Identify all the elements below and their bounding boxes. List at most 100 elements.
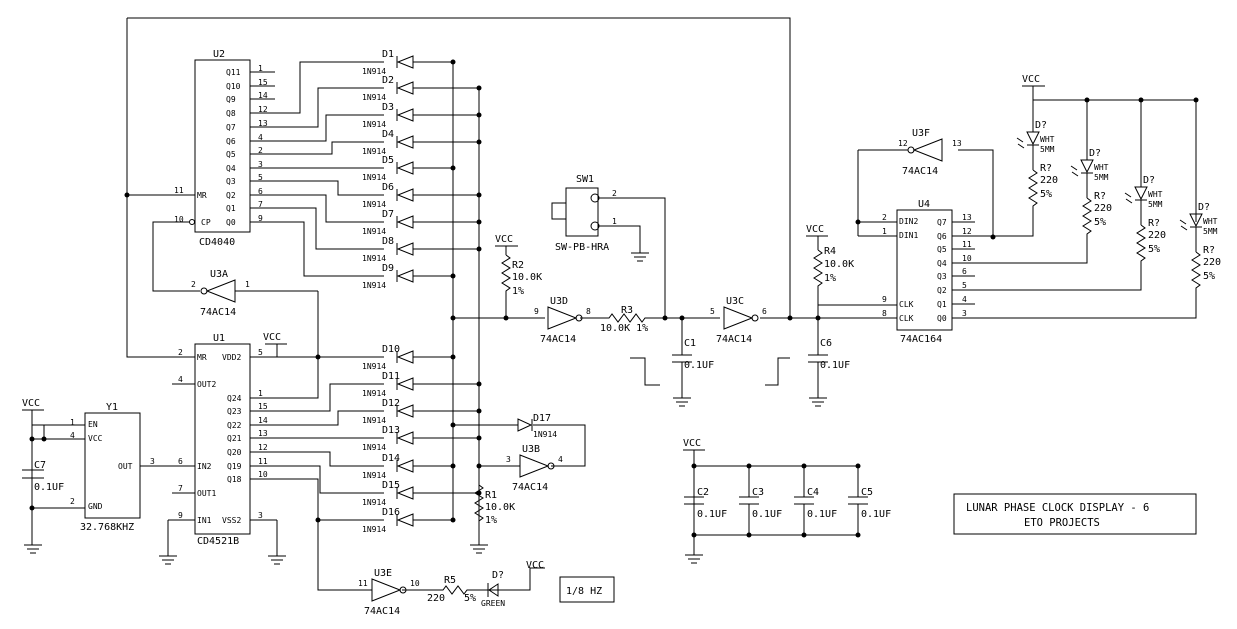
inverter-pin-in: 9 — [534, 307, 539, 316]
junction — [476, 463, 482, 469]
diode-part: 1N914 — [533, 430, 557, 439]
note-box: 1/8 HZ — [559, 576, 615, 603]
diode-body — [396, 161, 414, 175]
u1-part: CD4521B — [197, 536, 239, 547]
resistor-tol: 5% — [1148, 244, 1160, 255]
inverter-ref: U3E — [374, 568, 392, 579]
diode-ref: D2 — [382, 75, 394, 86]
led-resistor — [975, 197, 1092, 264]
svg-text:VCC: VCC — [806, 224, 824, 235]
u1-left-label: MR — [197, 353, 207, 362]
led-resistor — [975, 169, 1038, 237]
u4-right-num: 11 — [962, 240, 972, 249]
u4-right-num: 13 — [962, 213, 972, 222]
u1-right-num: 14 — [258, 416, 268, 425]
led-body — [1134, 186, 1148, 201]
route-wire — [275, 207, 345, 250]
route-wire — [275, 87, 345, 128]
led-ref: D? — [1035, 120, 1047, 131]
inverter-pin-out: 10 — [410, 579, 420, 588]
diode-part: 1N914 — [362, 416, 386, 425]
resistor-value: 220 — [1203, 257, 1221, 268]
resistor-value: 10.0K — [485, 502, 515, 513]
diode-ref: D11 — [382, 371, 400, 382]
junction — [746, 463, 752, 469]
diode-part: 1N914 — [362, 200, 386, 209]
diode-part: 1N914 — [362, 443, 386, 452]
svg-text:0.1UF: 0.1UF — [820, 360, 850, 371]
capacitor — [794, 466, 814, 535]
bus-b-ground — [470, 544, 488, 554]
svg-text:VCC: VCC — [88, 434, 103, 443]
inverter-part: 74AC14 — [364, 606, 400, 617]
resistor-tol: 5% — [1094, 217, 1106, 228]
r4-network: VCC R4 10.0K 1% C6 0.1UF — [760, 224, 897, 407]
inverter-part: 74AC14 — [200, 307, 236, 318]
u2-pin-label: Q8 — [226, 109, 236, 118]
u1-ref: U1 — [213, 333, 225, 344]
route-wire — [277, 478, 345, 591]
inverter-pin-in: 5 — [710, 307, 715, 316]
diode-part: 1N914 — [362, 362, 386, 371]
led-body — [1080, 159, 1094, 174]
resistor-r1 — [474, 484, 484, 522]
diode-ref: D3 — [382, 102, 394, 113]
led-color: WHT — [1040, 135, 1055, 144]
y1-ref: Y1 — [106, 402, 118, 413]
diode-ref: D5 — [382, 155, 394, 166]
u2-pin-label: Q2 — [226, 191, 236, 200]
u2-pin-label: Q3 — [226, 177, 236, 186]
u2-pin-num: 6 — [258, 187, 263, 196]
u2-pin-num: 15 — [258, 78, 268, 87]
inverter-body — [912, 138, 943, 162]
resistor-value: 220 — [1040, 175, 1058, 186]
svg-text:SW1: SW1 — [576, 174, 594, 185]
svg-text:C6: C6 — [820, 338, 832, 349]
cap-value: 0.1UF — [697, 509, 727, 520]
switch-sw1[interactable]: SW1 2 1 SW-PB-HRA — [551, 174, 666, 318]
inverter-pin-in: 13 — [952, 139, 962, 148]
svg-text:VCC: VCC — [495, 234, 513, 245]
inverter-pin-out: 8 — [586, 307, 591, 316]
diode-part: 1N914 — [362, 498, 386, 507]
svg-text:VCC: VCC — [526, 560, 544, 571]
u1-right-num: 12 — [258, 443, 268, 452]
diode-part: 1N914 — [362, 254, 386, 263]
diode-d10: D10 1N914 — [345, 344, 456, 371]
svg-text:3: 3 — [150, 457, 155, 466]
svg-text:8: 8 — [882, 309, 887, 318]
u1-right-num: 10 — [258, 470, 268, 479]
diode-ref: D4 — [382, 129, 394, 140]
diode-body — [396, 350, 414, 364]
u2-pin-num: 4 — [258, 133, 263, 142]
u1-right-label: VDD2 — [222, 353, 241, 362]
diode-ref: D9 — [382, 263, 394, 274]
svg-text:GND: GND — [88, 502, 103, 511]
junction — [691, 463, 697, 469]
u1-right-label: Q21 — [227, 434, 242, 443]
diode-part: 1N914 — [362, 120, 386, 129]
resistor-ref: R1 — [485, 490, 497, 501]
u4-right-label: Q7 — [937, 218, 947, 227]
inverter-ref: U3D — [550, 296, 568, 307]
junction — [855, 463, 861, 469]
diode-ref: D10 — [382, 344, 400, 355]
u4-right-label: Q2 — [937, 286, 947, 295]
chip-u4: U4 74AC164 DIN2 DIN1 CLK CLK 2 1 9 8 Q71… — [855, 150, 975, 345]
inverter-bubble — [200, 287, 208, 295]
led-rays — [1070, 165, 1079, 177]
diode-body — [396, 55, 414, 69]
junction — [746, 532, 752, 538]
diode-body — [396, 486, 414, 500]
route-wire — [275, 114, 345, 142]
u4-right-label: Q1 — [937, 300, 947, 309]
diode-part: 1N914 — [362, 67, 386, 76]
wire-left-loop — [126, 18, 195, 358]
